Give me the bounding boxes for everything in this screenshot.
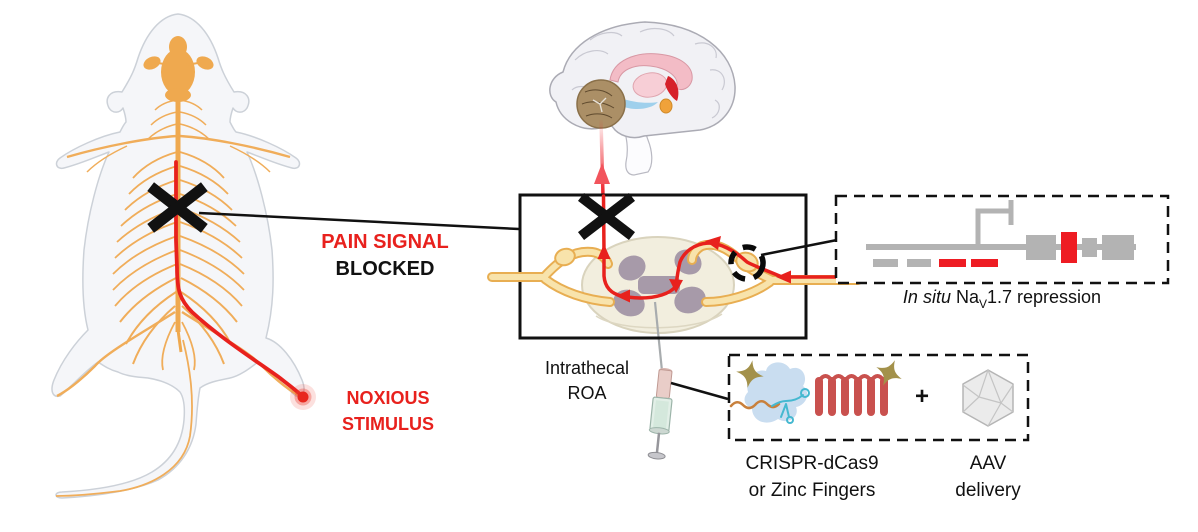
connector-circle-to-genebox [760,238,838,257]
gene-repression-icon [834,194,1170,285]
blocked-text: BLOCKED [335,258,435,280]
pain-signal-blocked-label: PAIN SIGNAL BLOCKED [321,229,448,283]
aav-delivery-label: AAV delivery [955,453,1021,501]
pain-signal-text: PAIN SIGNAL [321,231,449,253]
pituitary-orange [659,98,673,114]
gene-exons [1026,232,1134,263]
effector-star-icon-2 [876,360,902,386]
cargo-box: + [727,353,1030,442]
mouse-brain [143,36,214,102]
spinal-cord-section-icon [487,192,863,372]
cortex-gyri [571,27,725,119]
syringe-icon [647,368,673,460]
mouse-dorsal-icon [51,13,316,499]
dcas9-icon [729,362,810,424]
blocked-x-icon [147,182,208,233]
midbrain-red [665,76,679,101]
blocked-x-section-icon [577,192,636,241]
crispr-zinc-finger-label: CRISPR-dCas9 or Zinc Fingers [745,453,879,501]
cerebellum-arbor [592,97,607,113]
guide-target-dashes [873,259,998,267]
pain-nerve-red-path [174,160,304,398]
noxious-stimulus-label: NOXIOUS STIMULUS [342,388,434,434]
connector-x-to-box [198,211,520,231]
effector-star-icon [736,360,764,388]
blocked-tss-arrow [975,208,1010,247]
brain-sagittal-icon [549,21,736,176]
intrathecal-roa-label: Intrathecal ROA [544,358,630,403]
corpus-callosum [609,53,693,91]
pain-pathway-arrow-icon [594,119,610,197]
connector-syringe-to-cargobox [670,381,729,401]
hypothalamus-blue [616,96,658,110]
in-situ-repression-label: In situ NaV1.7 repression [902,287,1102,311]
noxious-stimulus-dot-icon [290,384,316,410]
aav-capsid-icon [962,369,1014,427]
section-box-border [518,193,808,340]
dashed-circle-icon [728,244,766,282]
zinc-finger-icon [815,374,888,416]
plus-icon: + [915,383,929,410]
